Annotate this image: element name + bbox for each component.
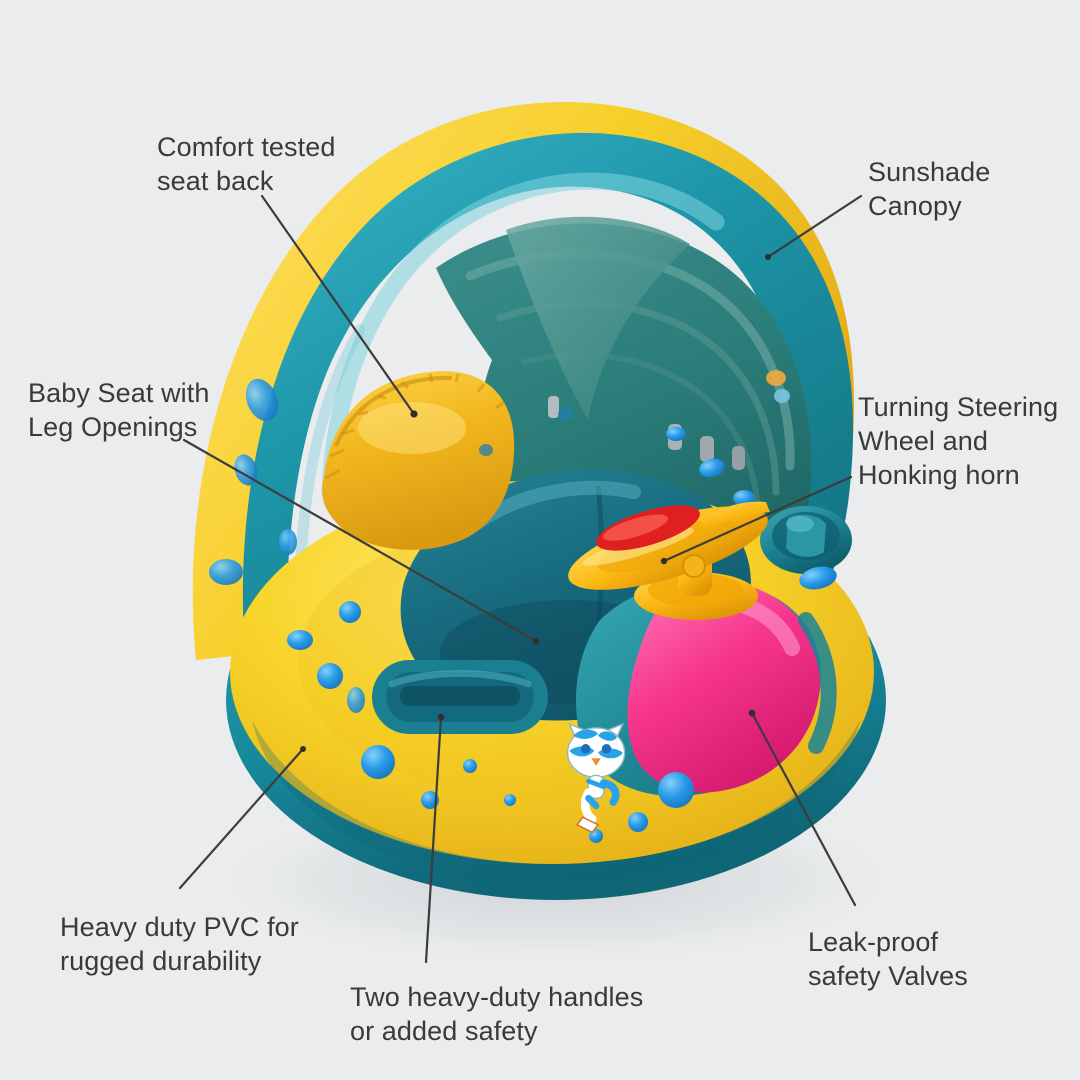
seat-back-gloss <box>358 402 466 454</box>
leak-proof-safety-valve <box>760 506 852 574</box>
seat-back-backrest <box>322 371 515 550</box>
canopy-decal-4 <box>279 529 297 555</box>
canopy-fold-panel <box>506 216 690 420</box>
seat-back-ribs <box>325 373 505 480</box>
callout-sunshade-canopy: Sunshade Canopy <box>868 157 991 222</box>
leader-lines <box>178 194 863 964</box>
body-bottom-shade <box>252 720 860 884</box>
leader-heavy-duty-pvc <box>178 747 305 890</box>
body-bubble-decals <box>287 408 755 843</box>
canopy-decal-5 <box>766 370 786 386</box>
steering-wheel-group <box>568 501 770 620</box>
callout-baby-seat-with-leg-openings: Baby Seat with Leg Openings <box>28 378 210 443</box>
wheel-upper-spoke <box>700 501 770 532</box>
callout-two-heavy-duty-handles-or-added-safety: Two heavy-duty handles or added safety <box>350 982 644 1047</box>
canopy-decal-3 <box>209 559 243 585</box>
wheel-center-nut <box>682 554 706 578</box>
seat-back-seam-top <box>334 375 453 447</box>
canopy-decal-6 <box>774 389 790 403</box>
callout-leak-proof-safety-valves: Leak-proof safety Valves <box>808 927 968 992</box>
leader-baby-seat-with-leg-openings <box>182 438 538 643</box>
callout-turning-steering-wheel-and-honking-horn: Turning Steering Wheel and Honking horn <box>858 392 1059 491</box>
heavy-duty-handle <box>372 660 548 734</box>
canopy-center-post <box>548 396 559 418</box>
leader-sunshade-canopy <box>766 194 863 259</box>
leader-comfort-tested-seat-back <box>260 194 416 416</box>
canopy-decal-1 <box>245 378 279 422</box>
callout-heavy-duty-pvc-for-rugged-durability: Heavy duty PVC for rugged durability <box>60 912 299 977</box>
front-teal-right-edge <box>798 612 837 754</box>
leader-endpoints <box>300 254 771 752</box>
leader-turning-steering-wheel <box>662 475 853 563</box>
leader-two-heavy-duty-handles <box>424 715 443 964</box>
cat-mascot-decal <box>566 722 626 834</box>
body-decal-valve <box>799 566 837 590</box>
callout-comfort-tested-seat-back: Comfort tested seat back <box>157 132 336 197</box>
wheel-hub-inner <box>598 519 737 573</box>
front-pink-panel <box>627 578 821 793</box>
leader-leak-proof-safety-valves <box>750 711 857 907</box>
canopy-arch-highlight <box>321 172 725 501</box>
